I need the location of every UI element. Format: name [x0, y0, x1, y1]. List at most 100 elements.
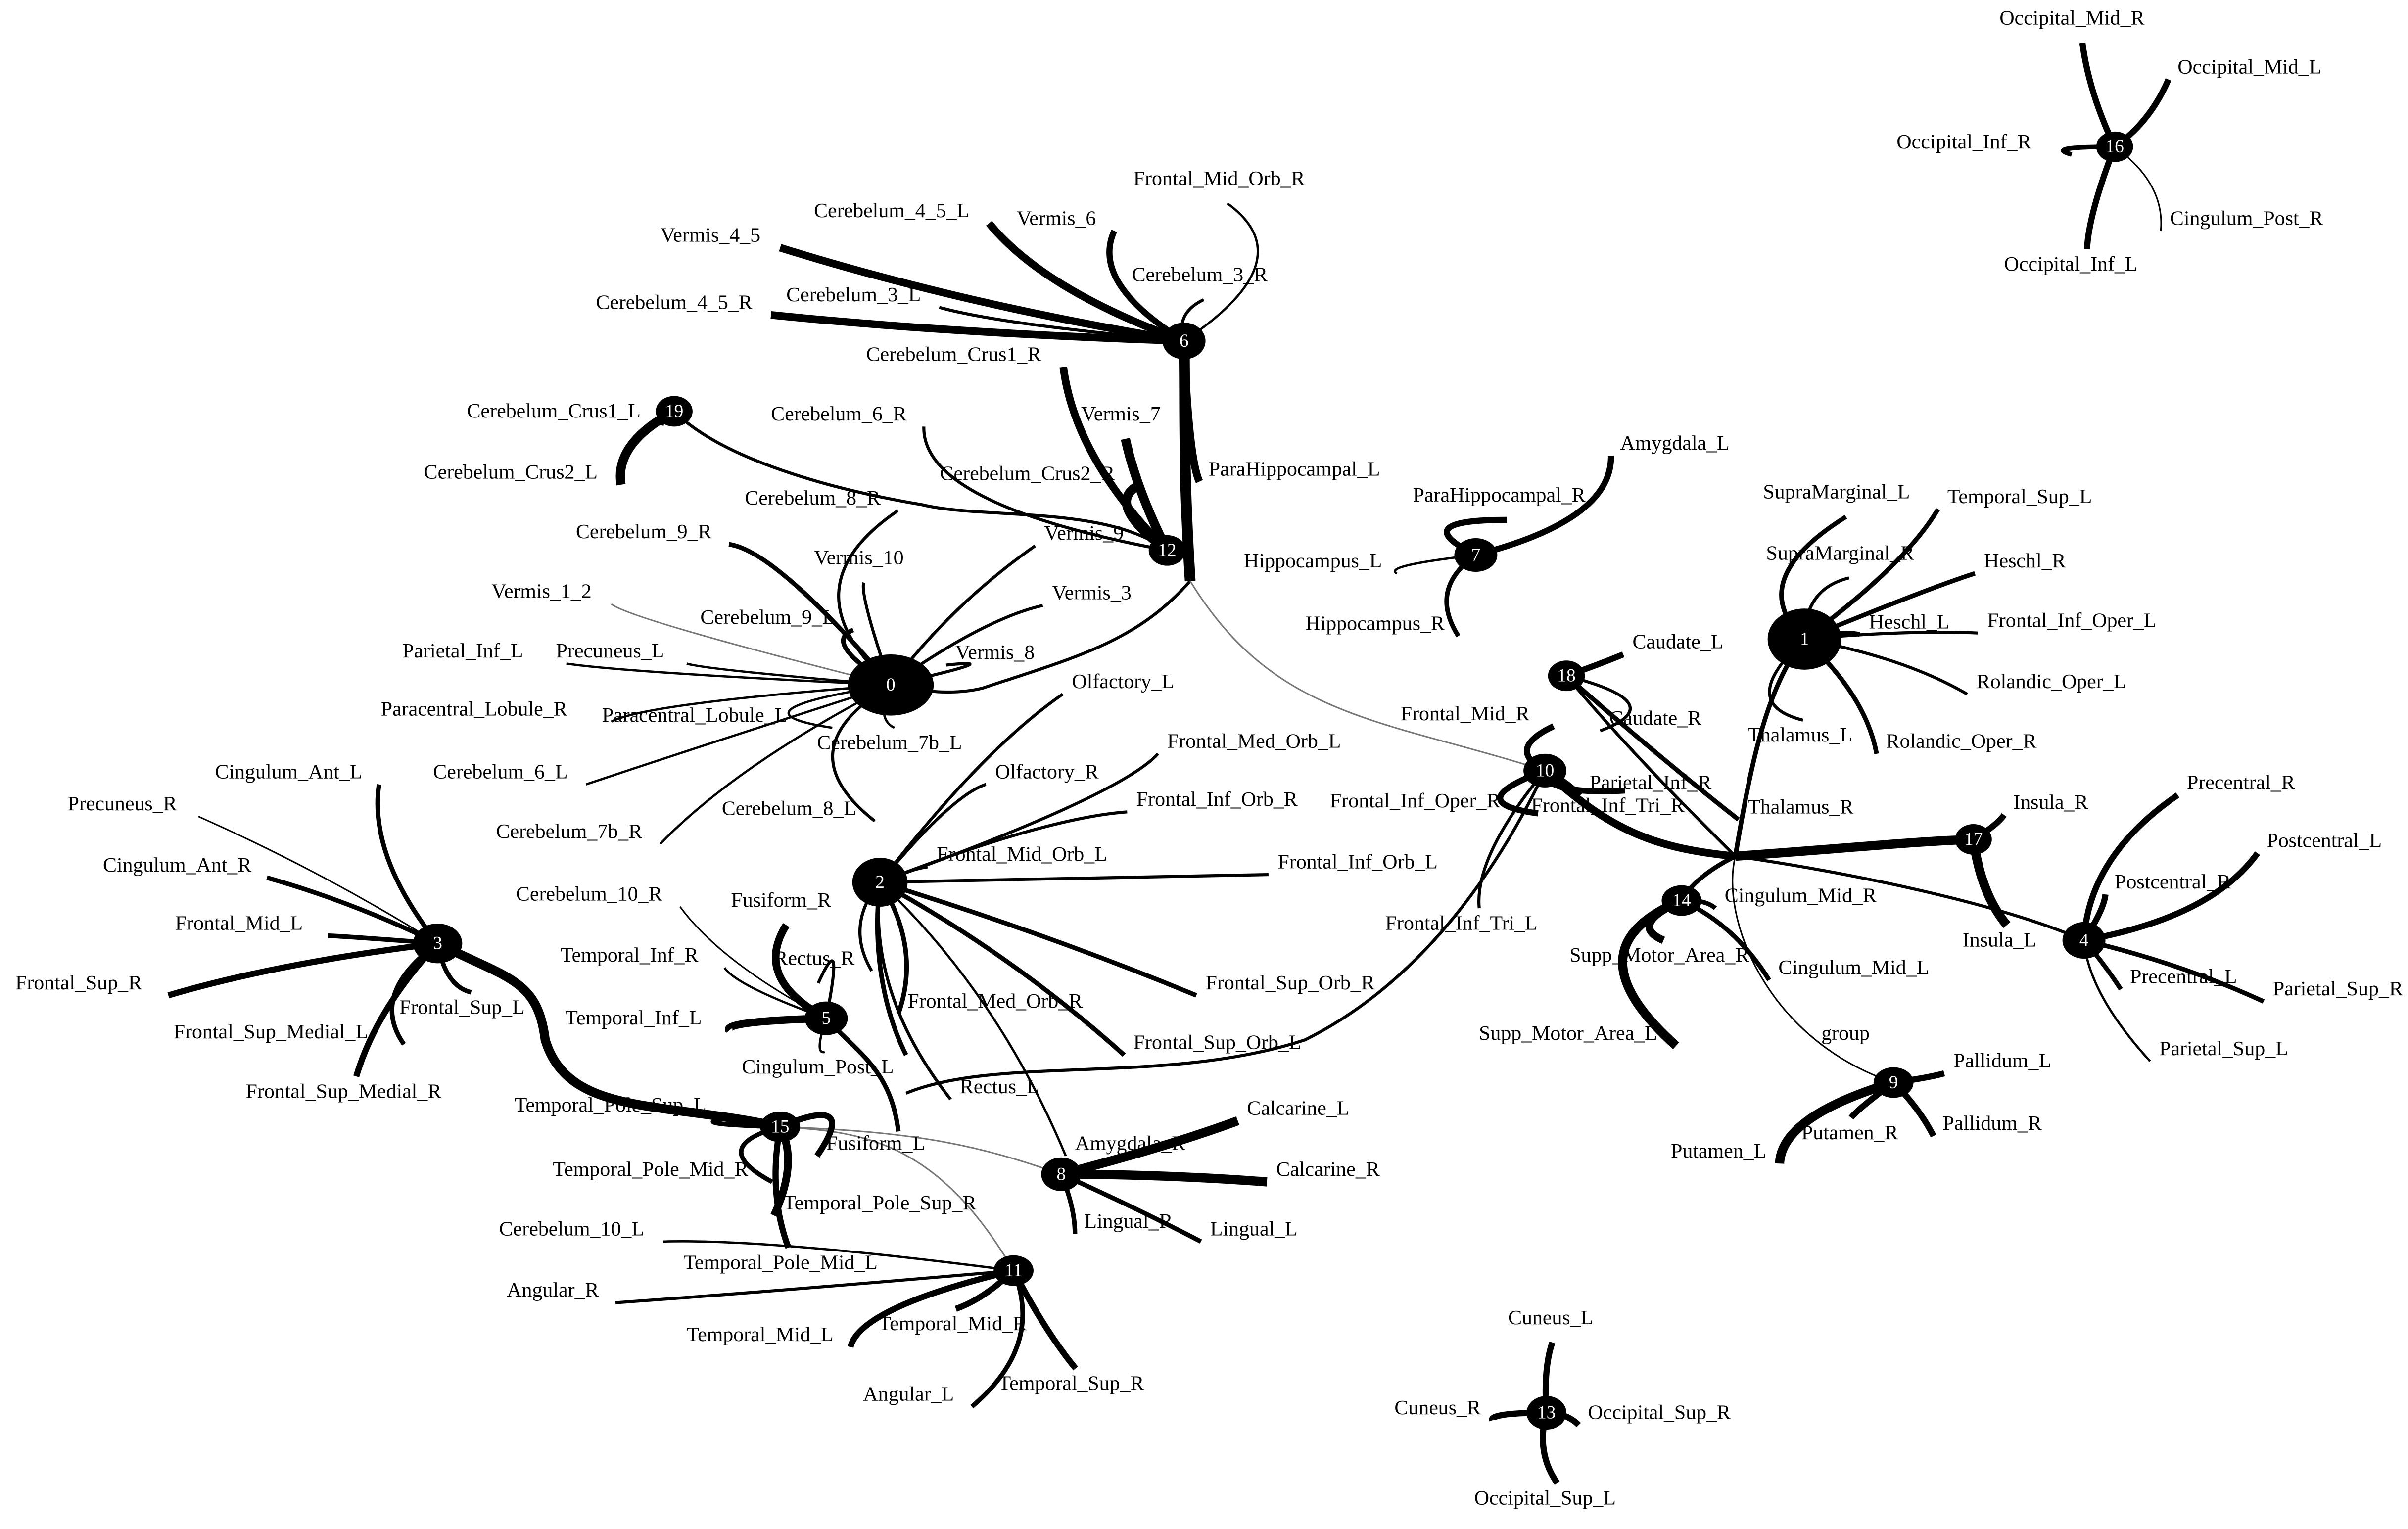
hub-circle-13: [1526, 1396, 1567, 1430]
edge-2-frontal-sup-orb-l: [879, 880, 1126, 1057]
region-label-fusiform-l: Fusiform_L: [826, 1132, 925, 1155]
group-annotation: group: [1821, 1022, 1870, 1045]
region-label-pallidum-l: Pallidum_L: [1953, 1050, 2051, 1072]
edge-2-olfactory-l: [879, 693, 1064, 883]
region-label-calcarine-r: Calcarine_R: [1276, 1158, 1379, 1181]
region-label-cerebelum-4-5-l: Cerebelum_4_5_L: [814, 199, 969, 222]
region-label-frontal-mid-r: Frontal_Mid_R: [1401, 702, 1530, 725]
region-label-amygdala-l: Amygdala_L: [1620, 432, 1730, 455]
edge-7-amygdala-l: [1475, 455, 1614, 558]
region-label-cingulum-ant-r: Cingulum_Ant_R: [103, 854, 251, 877]
hub-node-11: 11: [993, 1255, 1034, 1286]
region-label-hippocampus-r: Hippocampus_R: [1305, 612, 1445, 635]
region-label-cerebelum-8-r: Cerebelum_8_R: [745, 487, 881, 510]
region-label-cerebelum-crus2-l: Cerebelum_Crus2_L: [424, 461, 598, 484]
region-label-cerebelum-7b-l: Cerebelum_7b_L: [817, 732, 962, 754]
region-label-occipital-inf-l: Occipital_Inf_L: [2004, 253, 2138, 276]
region-label-occipital-mid-r: Occipital_Mid_R: [1999, 7, 2144, 30]
region-label-cerebelum-9-r: Cerebelum_9_R: [576, 520, 712, 543]
region-label-cingulum-mid-r: Cingulum_Mid_R: [1725, 884, 1877, 907]
region-label-temporal-inf-r: Temporal_Inf_R: [561, 944, 699, 967]
edge-8-calcarine-r: [1061, 1169, 1268, 1187]
hub-label-0: 0: [886, 675, 896, 695]
region-label-parietal-sup-r: Parietal_Sup_R: [2273, 977, 2403, 1000]
region-label-lingual-l: Lingual_L: [1210, 1218, 1298, 1241]
hub-node-17: 17: [1955, 824, 1992, 855]
hub-circle-6: [1162, 323, 1206, 360]
hub-label-12: 12: [1158, 540, 1176, 560]
hub-node-7: 7: [1454, 538, 1498, 572]
region-label-precentral-r: Precentral_R: [2187, 771, 2295, 794]
region-label-parietal-sup-l: Parietal_Sup_L: [2159, 1037, 2288, 1060]
hub-circle-2: [852, 858, 908, 907]
region-label-cingulum-post-r: Cingulum_Post_R: [2170, 207, 2323, 230]
region-label-frontal-inf-orb-r: Frontal_Inf_Orb_R: [1136, 788, 1298, 811]
region-label-lingual-r: Lingual_R: [1084, 1210, 1173, 1233]
region-label-heschl-l: Heschl_L: [1869, 610, 1950, 633]
region-label-temporal-mid-r: Temporal_Mid_R: [878, 1312, 1027, 1335]
module-link-3: [1189, 580, 1546, 772]
region-label-fusiform-r: Fusiform_R: [731, 889, 831, 912]
edge-11-angular-l: [970, 1269, 1025, 1409]
edge-0-parietal-inf-l: [566, 662, 891, 687]
hub-node-2: 2: [852, 858, 908, 907]
edge-5-rectus-r: [816, 959, 836, 1019]
hub-label-3: 3: [433, 933, 442, 954]
region-label-temporal-pole-mid-r: Temporal_Pole_Mid_R: [553, 1158, 748, 1181]
edge-18-thalamus-r: [1564, 674, 1740, 822]
edge-4-parietal-sup-r: [2083, 938, 2265, 1004]
region-label-postcentral-r: Postcentral_R: [2115, 871, 2231, 893]
region-label-cerebelum-8-l: Cerebelum_8_L: [722, 797, 856, 820]
labels-layer: Vermis_1_2Cerebelum_9_RCerebelum_8_RVerm…: [15, 7, 2403, 1510]
edge-0-precuneus-l: [686, 662, 891, 687]
region-label-temporal-pole-mid-l: Temporal_Pole_Mid_L: [683, 1251, 878, 1274]
hub-label-17: 17: [1964, 830, 1983, 850]
region-label-rectus-r: Rectus_R: [774, 947, 854, 970]
edge-15-temporal-pole-mid-l: [772, 1126, 792, 1249]
hub-circle-17: [1955, 824, 1992, 855]
region-label-supramarginal-l: SupraMarginal_L: [1763, 481, 1910, 504]
hub-node-12: 12: [1148, 535, 1186, 566]
edge-2-frontal-inf-orb-r: [879, 810, 1128, 884]
hub-node-18: 18: [1548, 660, 1585, 692]
hub-label-6: 6: [1180, 331, 1189, 351]
region-label-putamen-r: Putamen_R: [1801, 1121, 1898, 1144]
region-label-frontal-sup-medial-r: Frontal_Sup_Medial_R: [246, 1080, 442, 1103]
edge-10-frontal-inf-tri-l: [1477, 769, 1546, 909]
edge-0-cerebelum-8-r: [837, 509, 899, 687]
edge-10-frontal-inf-oper-r: [1497, 768, 1546, 817]
edge-16-occipital-mid-r: [2079, 42, 2118, 148]
region-label-putamen-l: Putamen_L: [1671, 1140, 1766, 1162]
hub-node-8: 8: [1041, 1157, 1082, 1191]
hub-label-8: 8: [1057, 1164, 1066, 1184]
hub-label-16: 16: [2106, 137, 2124, 157]
region-label-rolandic-oper-r: Rolandic_Oper_R: [1886, 730, 2037, 753]
hub-label-11: 11: [1005, 1260, 1023, 1281]
edge-2-frontal-inf-orb-l: [880, 873, 1269, 884]
edge-14-supp-motor-area-l: [1618, 896, 1684, 1050]
edge-6-cerebelum-4-5-r: [770, 311, 1184, 345]
hub-label-14: 14: [1672, 890, 1691, 911]
edge-6-parahippocampal-l: [1180, 340, 1203, 483]
hub-circle-5: [804, 1001, 848, 1035]
region-label-rectus-r: Rectus_R: [774, 947, 854, 970]
region-label-cingulum-ant-l: Cingulum_Ant_L: [215, 760, 363, 783]
hub-circle-9: [1873, 1067, 1914, 1098]
region-label-postcentral-l: Postcentral_L: [2266, 829, 2382, 852]
hub-label-9: 9: [1889, 1072, 1898, 1093]
region-label-temporal-pole-sup-l: Temporal_Pole_Sup_L: [515, 1094, 707, 1116]
region-label-supp-motor-area-l: Supp_Motor_Area_L: [1479, 1022, 1657, 1045]
hub-label-1: 1: [1800, 629, 1809, 649]
hub-label-10: 10: [1536, 760, 1554, 781]
region-label-cingulum-mid-l: Cingulum_Mid_L: [1778, 956, 1929, 979]
hub-circle-18: [1548, 660, 1585, 692]
module-link-5: [1735, 834, 1974, 861]
region-label-angular-r: Angular_R: [507, 1279, 599, 1301]
region-label-paracentral-lobule-l: Paracentral_Lobule_L: [602, 704, 787, 727]
edge-6-frontal-mid-orb-r: [1183, 202, 1259, 342]
region-label-occipital-sup-r: Occipital_Sup_R: [1588, 1401, 1731, 1424]
hub-circle-3: [413, 923, 463, 964]
region-label-insula-l: Insula_L: [1963, 928, 2036, 951]
region-label-amygdala-r: Amygdala_R: [1075, 1132, 1185, 1155]
